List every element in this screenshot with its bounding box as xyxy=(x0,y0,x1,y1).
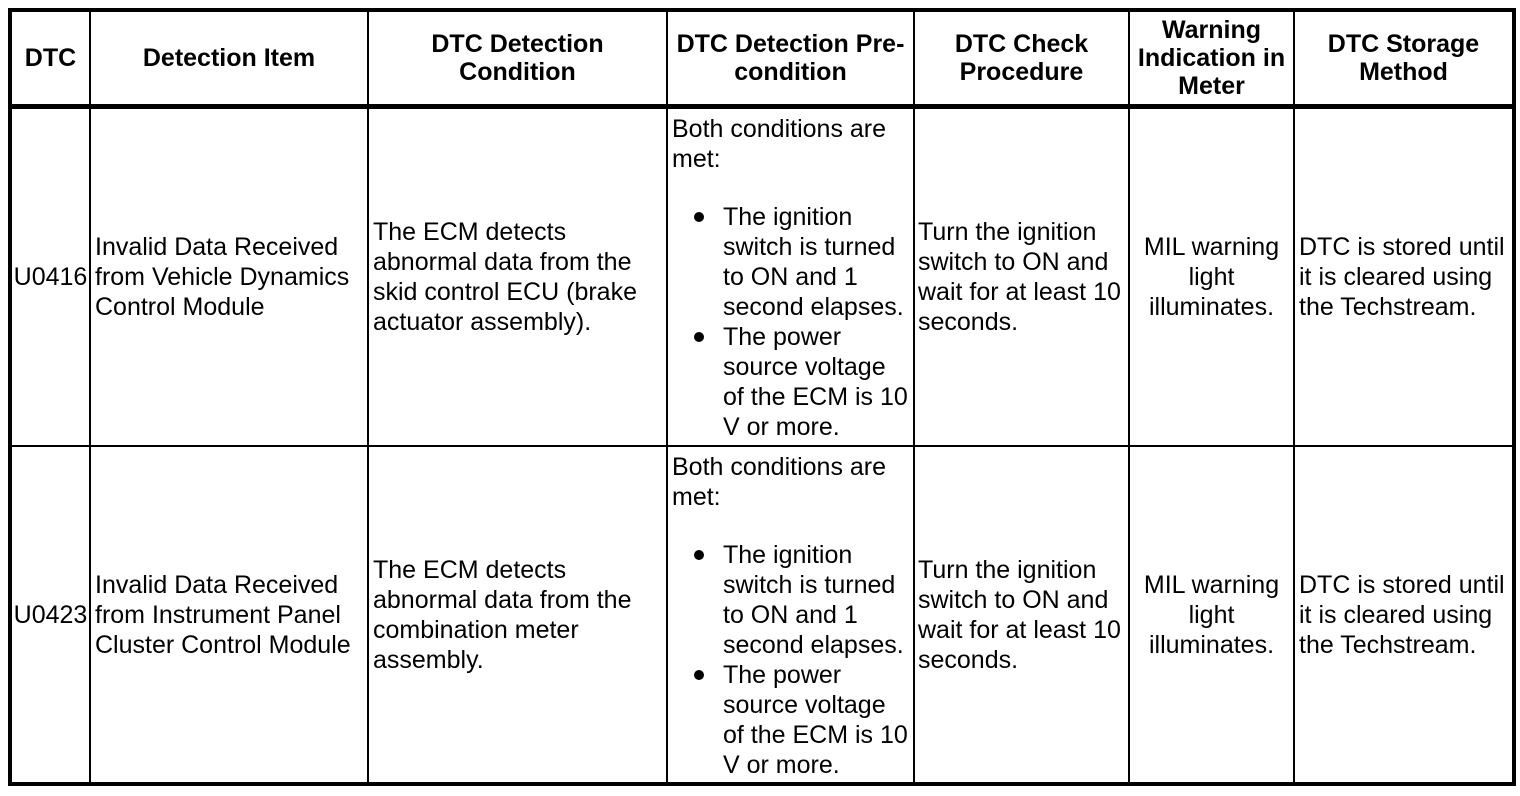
detection-item-cell: Invalid Data Received from Instrument Pa… xyxy=(89,445,369,785)
detection-condition-cell: The ECM detects abnormal data from the c… xyxy=(367,445,668,785)
list-item: The power source voltage of the ECM is 1… xyxy=(672,660,912,780)
table-header-row: DTC Detection Item DTC Detection Conditi… xyxy=(9,9,1515,109)
header-cell-detection-item: Detection Item xyxy=(89,9,369,109)
list-item: The power source voltage of the ECM is 1… xyxy=(672,322,912,442)
precondition-intro: Both conditions are met: xyxy=(672,453,887,511)
header-cell-warning-indication: Warning Indication in Meter xyxy=(1128,9,1295,109)
bullet-text: The ignition switch is turned to ON and … xyxy=(723,541,904,659)
table-row: U0423 Invalid Data Received from Instrum… xyxy=(9,445,1515,785)
header-cell-storage-method: DTC Storage Method xyxy=(1293,9,1515,109)
bullet-text: The power source voltage of the ECM is 1… xyxy=(723,322,908,441)
warning-indication-cell: MIL warning light illuminates. xyxy=(1128,445,1295,785)
bullet-text: The ignition switch is turned to ON and … xyxy=(723,202,904,321)
bullet-text: The power source voltage of the ECM is 1… xyxy=(723,661,908,779)
bullet-icon xyxy=(694,331,704,342)
warning-indication-cell: MIL warning light illuminates. xyxy=(1128,105,1295,447)
precondition-bullet-list: The ignition switch is turned to ON and … xyxy=(672,540,912,780)
bullet-icon xyxy=(694,550,704,560)
bullet-icon xyxy=(694,670,704,680)
detection-condition-cell: The ECM detects abnormal data from the s… xyxy=(367,105,668,447)
detection-precondition-cell: Both conditions are met: The ignition sw… xyxy=(666,445,915,785)
list-item: The ignition switch is turned to ON and … xyxy=(672,202,912,322)
bullet-icon xyxy=(694,211,704,222)
storage-method-cell: DTC is stored until it is cleared using … xyxy=(1293,105,1515,447)
table-row: U0416 Invalid Data Received from Vehicle… xyxy=(9,105,1515,447)
header-cell-check-procedure: DTC Check Procedure xyxy=(913,9,1130,109)
detection-item-cell: Invalid Data Received from Vehicle Dynam… xyxy=(89,105,369,447)
precondition-bullet-list: The ignition switch is turned to ON and … xyxy=(672,202,912,442)
precondition-intro: Both conditions are met: xyxy=(672,114,887,173)
dtc-table: DTC Detection Item DTC Detection Conditi… xyxy=(8,8,1516,786)
header-cell-detection-condition: DTC Detection Condition xyxy=(367,9,668,109)
list-item: The ignition switch is turned to ON and … xyxy=(672,540,912,660)
check-procedure-cell: Turn the ignition switch to ON and wait … xyxy=(913,445,1130,785)
dtc-code: U0423 xyxy=(9,445,91,785)
dtc-code: U0416 xyxy=(9,105,91,447)
header-cell-dtc: DTC xyxy=(9,9,91,109)
storage-method-cell: DTC is stored until it is cleared using … xyxy=(1293,445,1515,785)
header-cell-detection-precondition: DTC Detection Pre-condition xyxy=(666,9,915,109)
check-procedure-cell: Turn the ignition switch to ON and wait … xyxy=(913,105,1130,447)
detection-precondition-cell: Both conditions are met: The ignition sw… xyxy=(666,105,915,447)
